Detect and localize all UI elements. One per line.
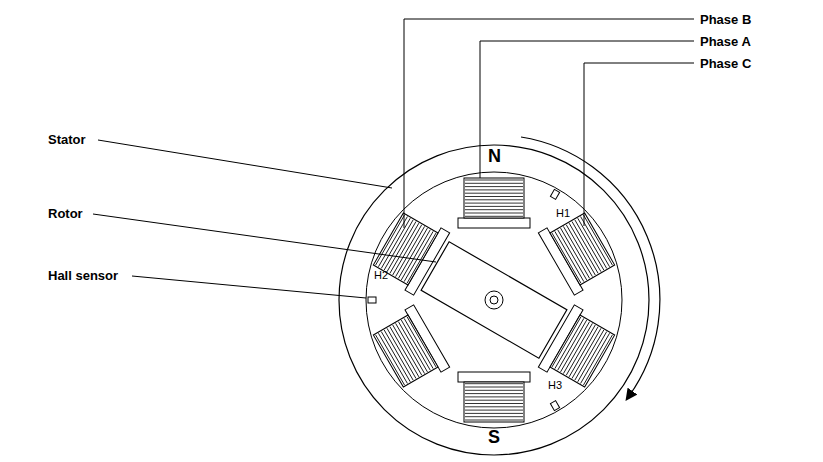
pole-label: S	[488, 428, 500, 446]
part-label: Hall sensor	[48, 269, 118, 282]
sensor-label: H1	[556, 208, 570, 219]
stator-tooth	[458, 178, 530, 228]
leader-lines	[93, 19, 694, 298]
rotation-arrow	[521, 137, 660, 396]
rotor	[421, 242, 567, 358]
hall-sensors	[368, 189, 560, 410]
part-label: Stator	[48, 133, 86, 146]
phase-label: Phase B	[700, 13, 751, 26]
part-label: Rotor	[48, 207, 83, 220]
sensor-label: H3	[548, 380, 562, 391]
phase-label: Phase C	[700, 57, 751, 70]
sensor-label: H2	[374, 270, 388, 281]
stator-tooth	[538, 208, 617, 295]
stator-teeth	[370, 178, 617, 422]
pole-label: N	[488, 147, 501, 165]
shaft	[485, 291, 503, 309]
stator-outline	[339, 145, 649, 455]
stator-tooth	[370, 305, 449, 392]
hall-sensor	[368, 297, 376, 303]
phase-label: Phase A	[700, 35, 751, 48]
hall-sensor	[550, 401, 559, 411]
stator-tooth	[458, 372, 530, 422]
shaft-core	[490, 296, 498, 304]
hall-sensor	[550, 189, 559, 199]
